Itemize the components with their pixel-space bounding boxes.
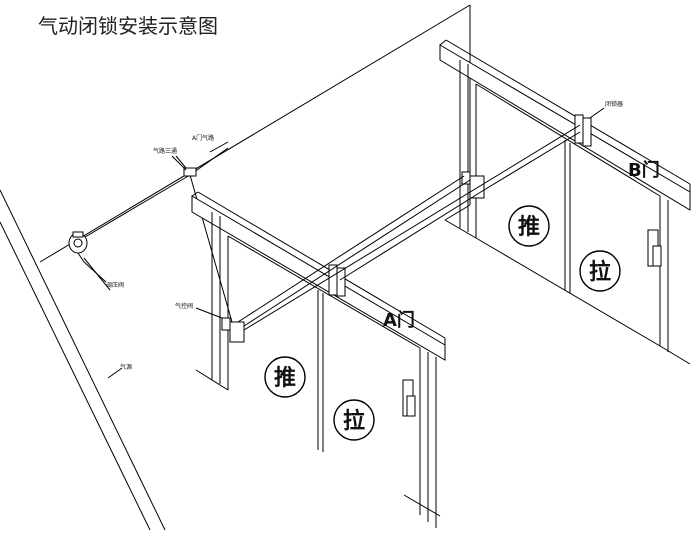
door-b-label: B门 xyxy=(628,159,660,181)
label-air-source: 气源 xyxy=(120,363,132,371)
door-b-closer xyxy=(574,114,592,147)
svg-text:推: 推 xyxy=(274,366,296,391)
svg-text:拉: 拉 xyxy=(343,408,365,434)
door-a-handle xyxy=(402,379,416,417)
door-a-frame xyxy=(195,212,441,528)
label-air-tee: 气路三通 xyxy=(153,147,177,155)
side-wall xyxy=(0,189,166,531)
door-b-push-sign: 推 xyxy=(508,205,550,247)
door-a-closer xyxy=(328,264,346,297)
door-a-label: A门 xyxy=(383,309,415,331)
label-a-air-path: A门气路 xyxy=(192,134,214,142)
diagram-title: 气动闭锁安装示意图 xyxy=(38,14,218,38)
svg-text:拉: 拉 xyxy=(589,259,611,285)
door-b-header xyxy=(439,39,691,211)
ceiling-plane xyxy=(39,4,471,263)
label-door-closer: 闭锁器 xyxy=(605,100,623,108)
door-b-pull-sign: 拉 xyxy=(579,250,621,292)
door-a-solenoid-valve xyxy=(221,317,245,343)
door-a-push-sign: 推 xyxy=(264,356,306,398)
door-b-handle xyxy=(647,229,662,267)
pressure-valve-icon xyxy=(68,231,88,263)
connection-lines xyxy=(237,124,581,331)
label-solenoid-valve: 气控阀 xyxy=(175,302,193,310)
label-pressure-valve: 调压阀 xyxy=(106,281,124,289)
svg-text:推: 推 xyxy=(518,215,540,240)
air-tee-icon xyxy=(171,155,197,177)
air-pipe xyxy=(79,147,233,323)
door-b-frame xyxy=(444,60,691,365)
leader-lines xyxy=(83,107,605,379)
door-a-pull-sign: 拉 xyxy=(333,399,375,441)
